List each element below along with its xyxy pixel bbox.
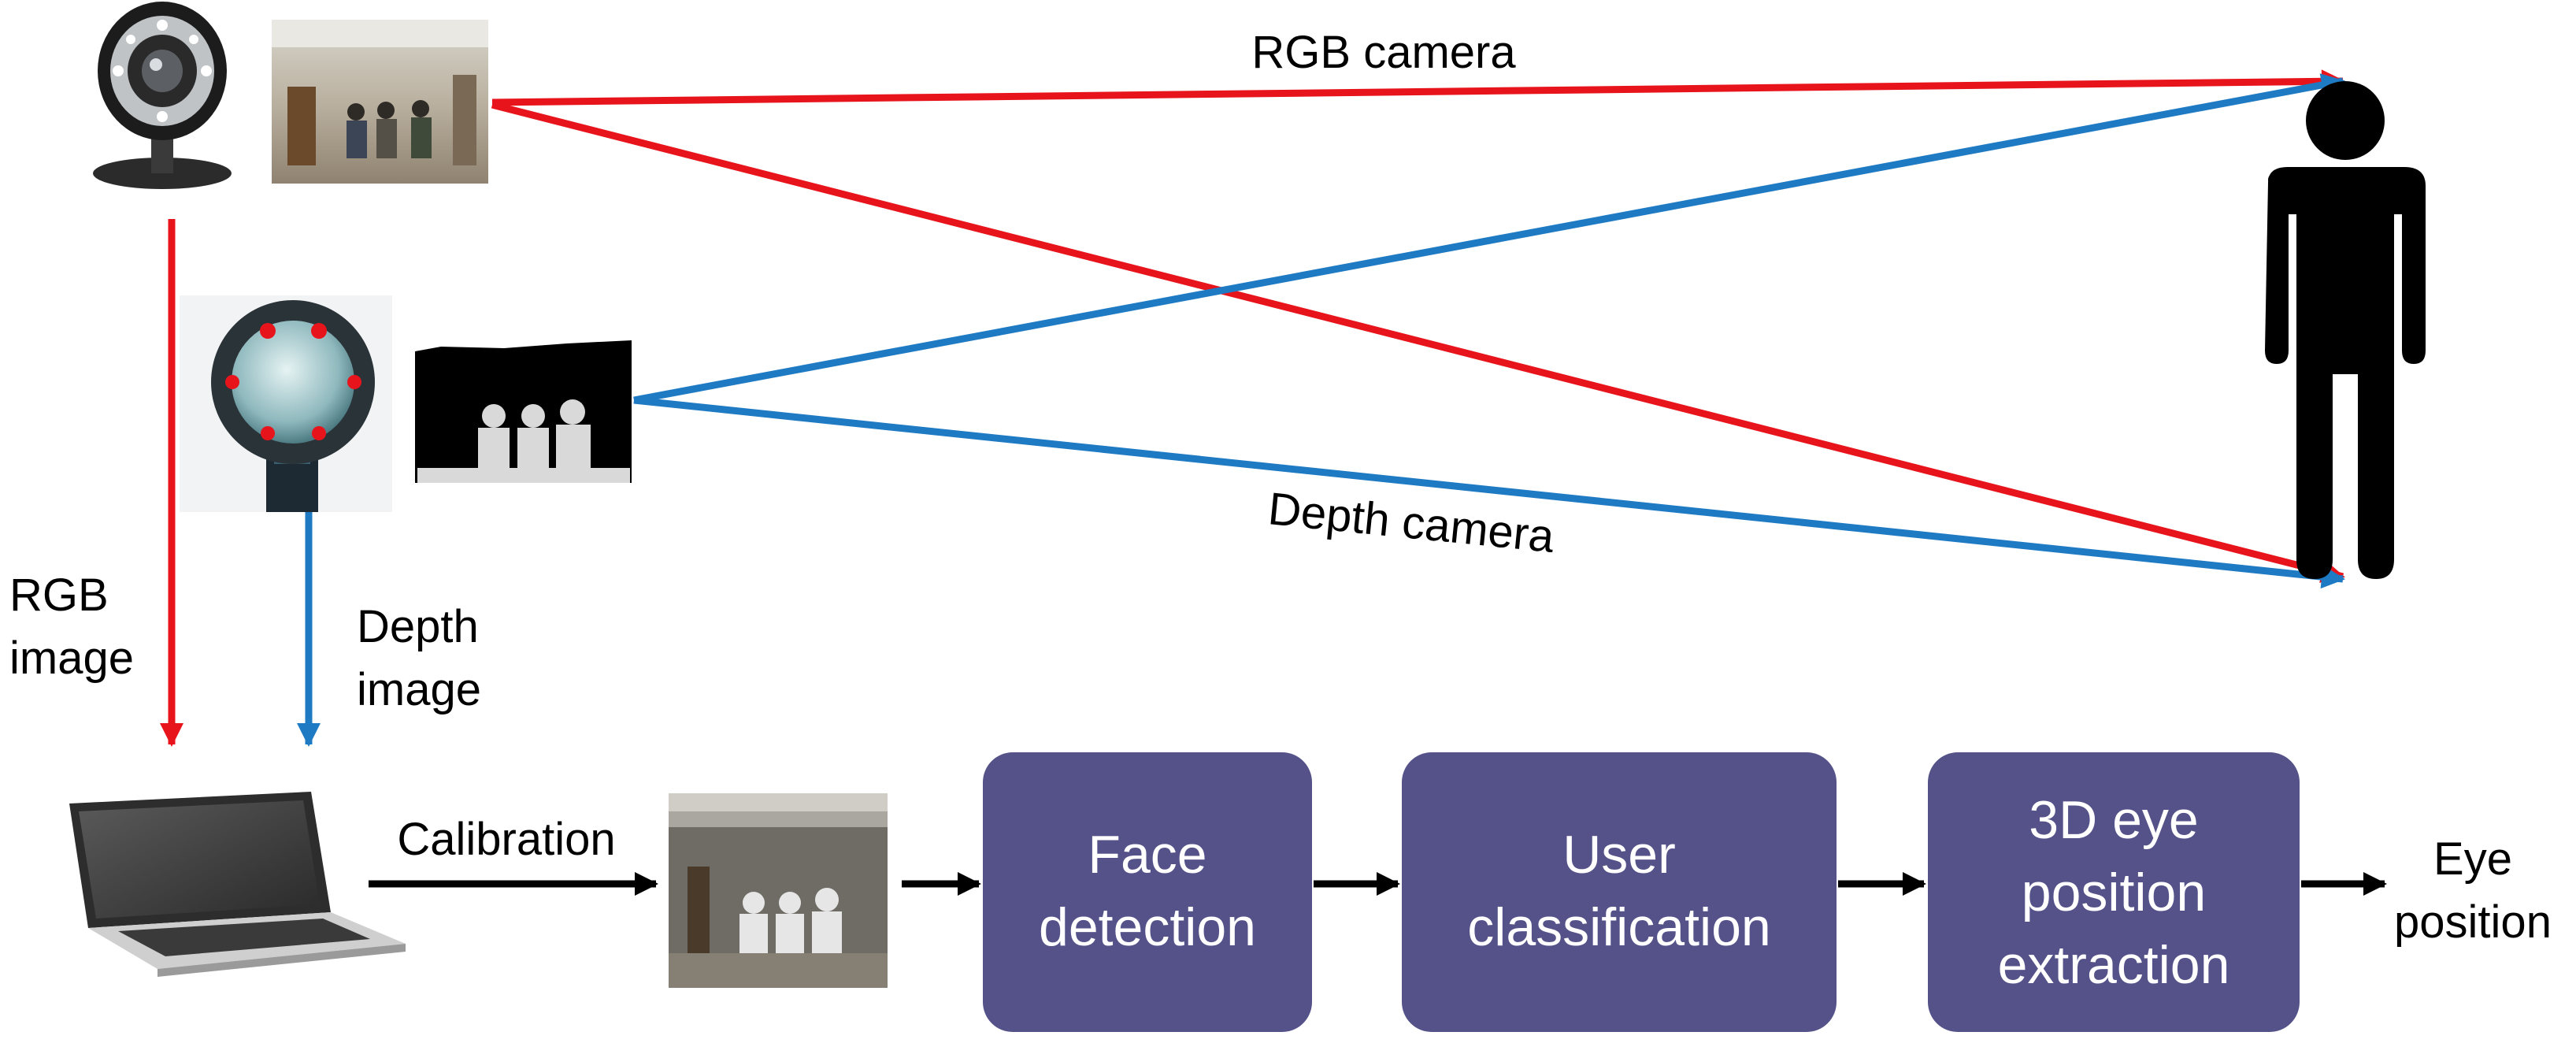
eye-extraction-label-line1: 3D eye xyxy=(2029,790,2198,850)
rgb-camera-path xyxy=(491,69,2345,583)
depth-image-label-line1: Depth xyxy=(357,601,479,652)
rgb-image-label-line2: image xyxy=(9,633,134,684)
rgb-camera-line-top xyxy=(491,69,2345,106)
rgb-frame-image xyxy=(272,20,488,184)
eye-position-label-line1: Eye xyxy=(2433,833,2512,885)
laptop-icon xyxy=(69,792,406,977)
depth-frame-image xyxy=(415,321,632,483)
eye-extraction-label-line2: position xyxy=(2022,863,2206,922)
eye-extraction-label-line3: extraction xyxy=(1998,935,2230,995)
person-icon xyxy=(2265,81,2426,579)
eye-extraction-box: 3D eye position extraction xyxy=(1928,752,2300,1032)
depth-sensor-icon xyxy=(180,295,392,512)
eye-position-label-line2: position xyxy=(2394,896,2552,948)
depth-image-label-line2: image xyxy=(357,664,481,715)
face-detection-label-line1: Face xyxy=(1088,825,1206,885)
rgb-image-label-line1: RGB xyxy=(9,570,109,621)
calibration-label: Calibration xyxy=(397,814,615,865)
rgb-camera-line-diagonal xyxy=(491,101,2345,583)
user-classification-label-line2: classification xyxy=(1467,897,1771,957)
user-classification-label-line1: User xyxy=(1562,825,1676,885)
user-classification-box: User classification xyxy=(1402,752,1837,1032)
face-detection-box: Face detection xyxy=(983,752,1312,1032)
calibrated-frame-image xyxy=(669,793,888,988)
depth-camera-path xyxy=(633,73,2345,589)
rgb-camera-label: RGB camera xyxy=(1251,27,1516,78)
depth-camera-line-diagonal xyxy=(633,73,2345,404)
face-detection-label-line2: detection xyxy=(1039,897,1256,957)
depth-camera-line-bottom xyxy=(633,396,2345,589)
webcam-icon xyxy=(93,2,232,189)
